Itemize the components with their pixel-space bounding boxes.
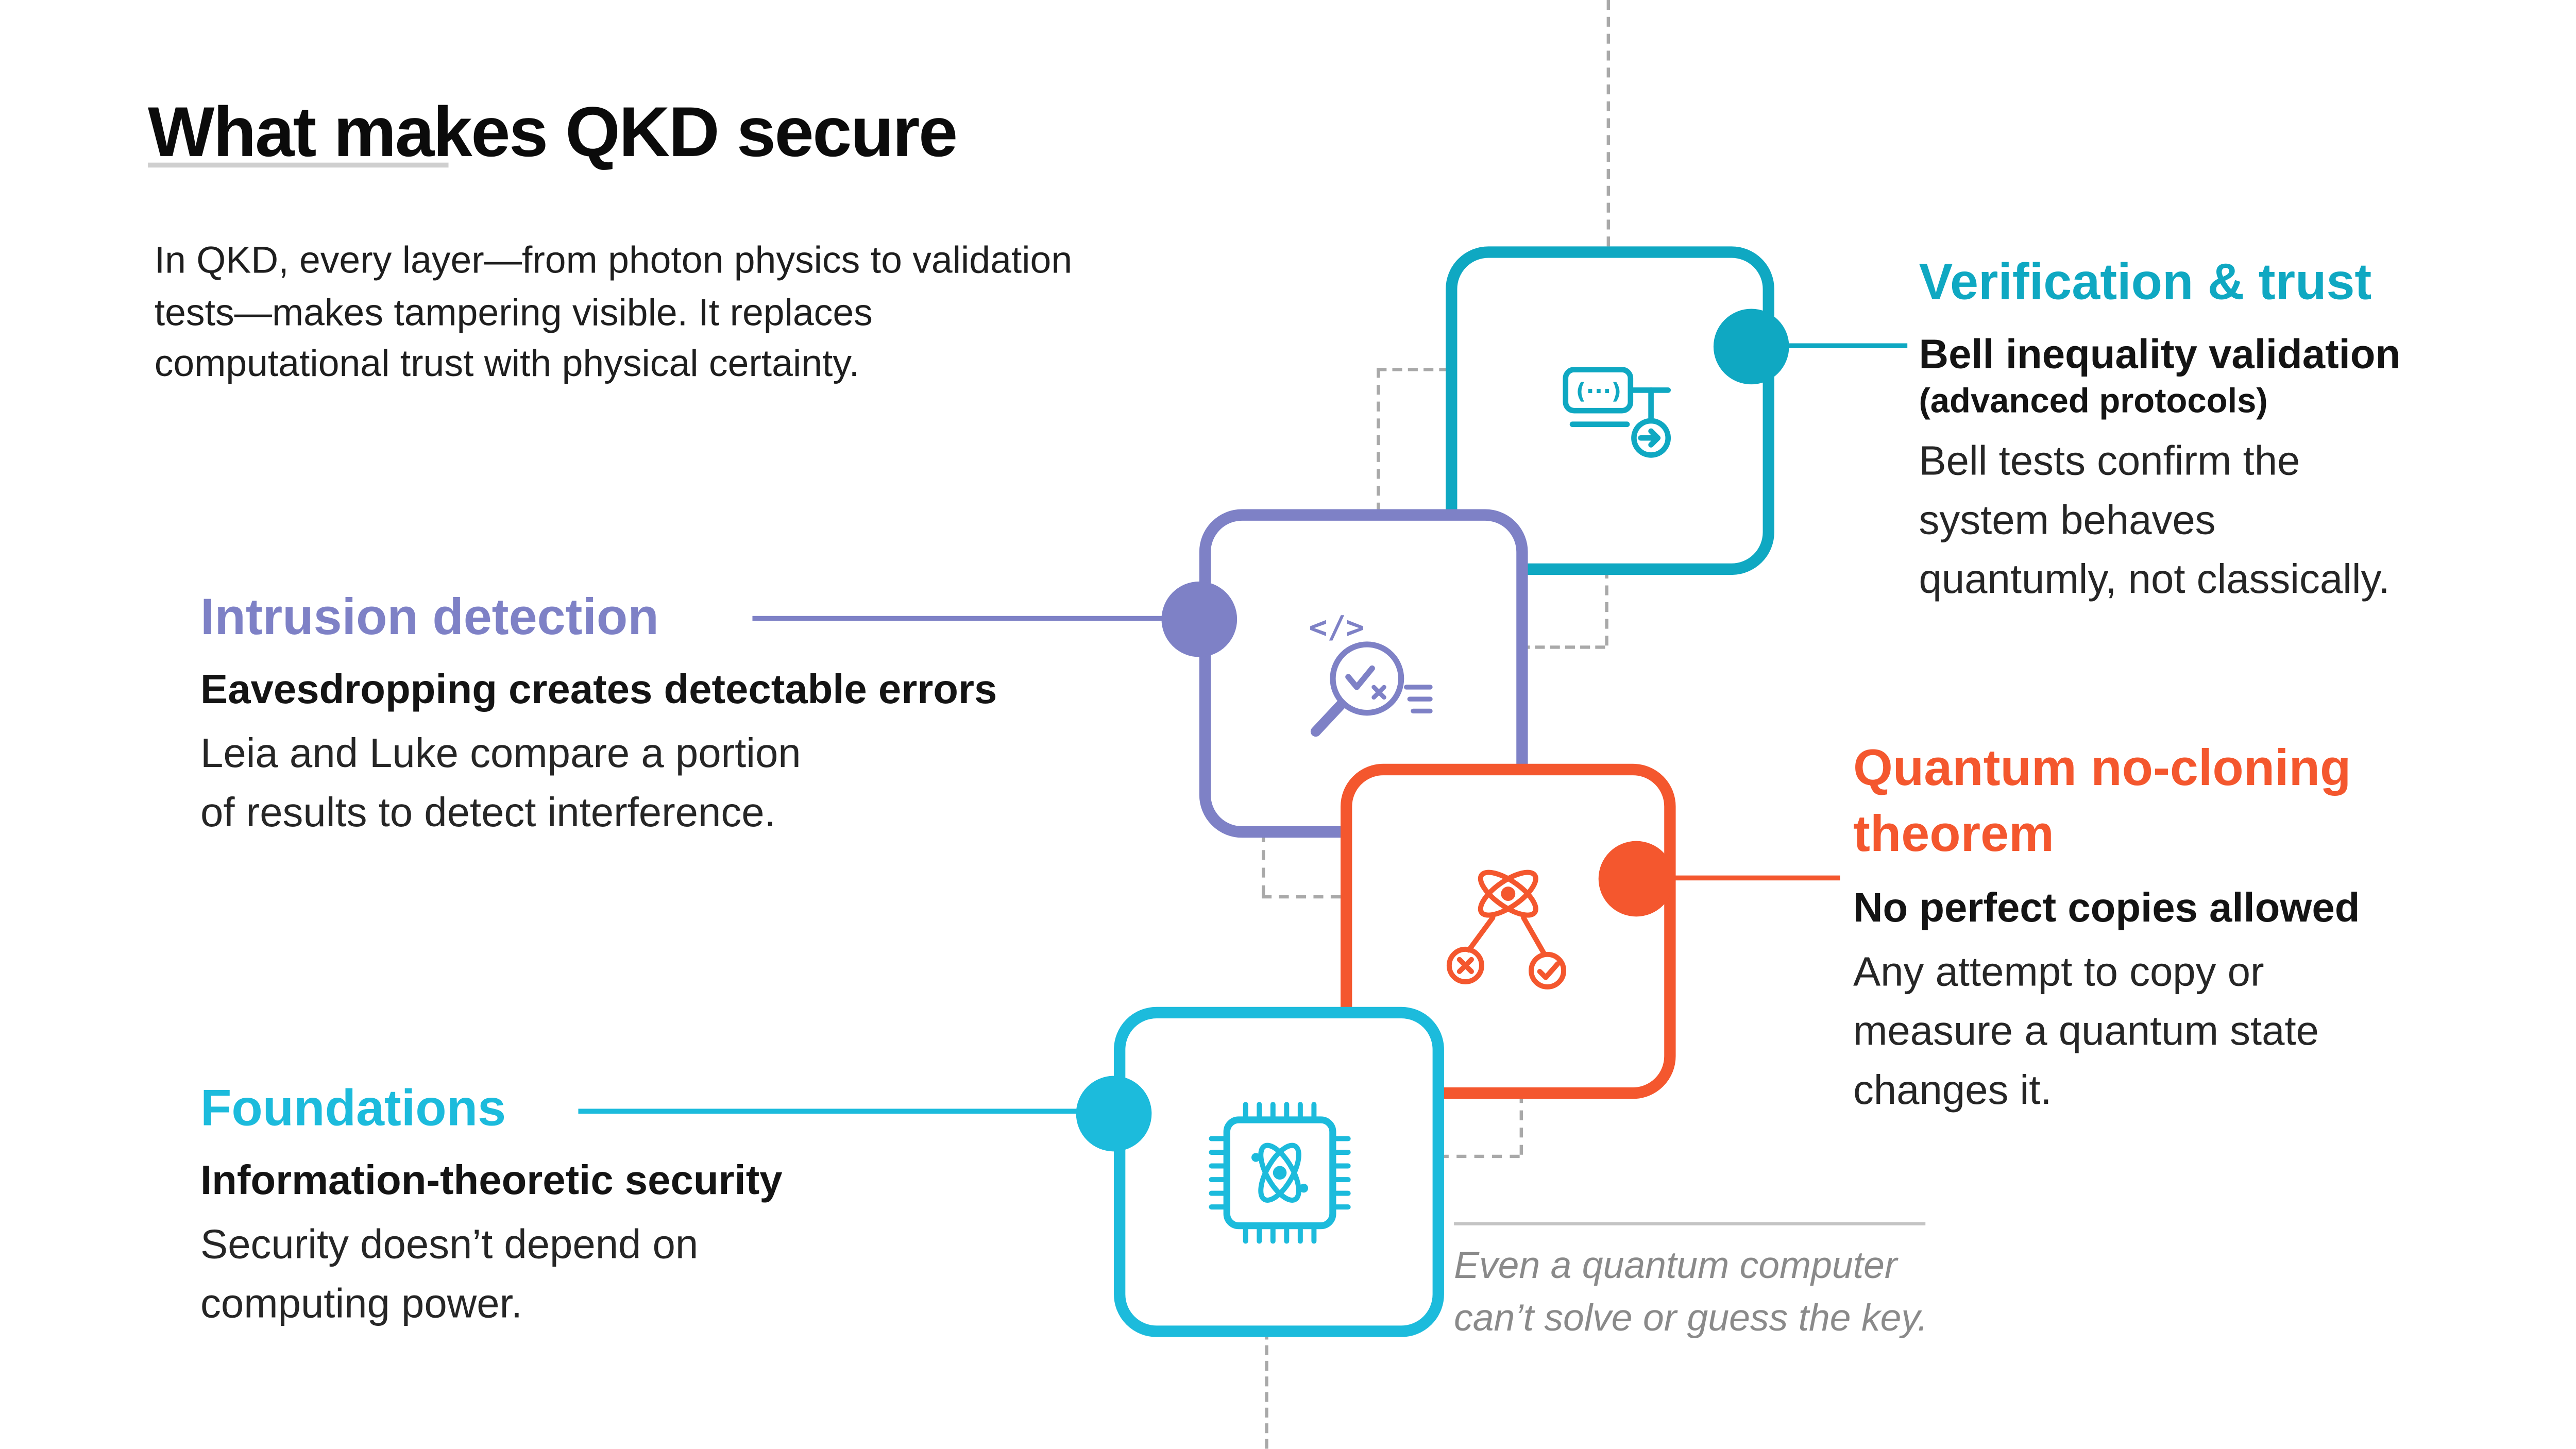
dashed-connector-segment: [1261, 895, 1341, 899]
footnote-divider: [1454, 1222, 1926, 1225]
dashed-connector-segment: [1377, 368, 1380, 513]
step-subheading: Bell inequality validation: [1919, 332, 2401, 379]
svg-text:(···): (···): [1576, 379, 1622, 404]
step-subheading: Eavesdropping creates detectable errors: [200, 667, 997, 713]
step-block-foundations: Foundations Information-theoretic securi…: [200, 1076, 1121, 1335]
connector-dot-verification: [1713, 309, 1789, 385]
dashed-connector-segment: [1261, 814, 1265, 895]
step-heading: Verification & trust: [1919, 253, 2372, 311]
footnote-text: Even a quantum computer can’t solve or g…: [1454, 1243, 1928, 1339]
step-body: Leia and Luke compare a portion of resul…: [200, 731, 801, 837]
step-subheading: No perfect copies allowed: [1853, 884, 2360, 931]
connector-dot-intrusion: [1161, 581, 1238, 657]
step-subnote: (advanced protocols): [1919, 383, 2268, 421]
dashed-connector-segment: [1377, 368, 1449, 371]
dashed-connector-segment: [1519, 1076, 1523, 1155]
atom-verify-icon: [1446, 870, 1567, 990]
code-magnifier-icon: </>: [1309, 610, 1433, 737]
dashed-connector-bottom: [1265, 1314, 1268, 1449]
step-heading: Quantum no-cloning theorem: [1853, 739, 2351, 863]
dashed-connector-segment: [1421, 1154, 1520, 1158]
leader-line-foundations: [578, 1109, 1081, 1114]
step-block-no-cloning: Quantum no-cloning theorem No perfect co…: [1853, 736, 2511, 1120]
step-block-verification: Verification & trust Bell inequality val…: [1919, 250, 2543, 610]
step-card-no-cloning: [1341, 763, 1676, 1099]
step-heading: Intrusion detection: [200, 588, 659, 646]
dashed-connector-segment: [1605, 552, 1608, 646]
step-card-verification: (···): [1446, 246, 1774, 575]
step-heading: Foundations: [200, 1079, 506, 1137]
quantum-circuit-icon: (···): [1563, 367, 1671, 458]
dashed-connector-segment: [1504, 645, 1605, 649]
chip-atom-icon: [1208, 1101, 1350, 1243]
leader-line-no-cloning: [1674, 875, 1840, 881]
step-body: Security doesn’t depend on computing pow…: [200, 1222, 699, 1328]
step-body: Bell tests confirm the system behaves qu…: [1919, 439, 2390, 604]
dashed-connector-top: [1606, 0, 1611, 247]
connector-dot-no-cloning: [1598, 841, 1674, 917]
intro-text: In QKD, every layer—from photon physics …: [154, 238, 1073, 385]
step-block-intrusion-detection: Intrusion detection Eavesdropping create…: [200, 585, 1153, 843]
step-subheading: Information-theoretic security: [200, 1158, 783, 1205]
step-body: Any attempt to copy or measure a quantum…: [1853, 948, 2319, 1113]
leader-line-intrusion: [752, 616, 1167, 621]
connector-dot-foundations: [1076, 1076, 1152, 1152]
page-title: What makes QKD secure: [147, 93, 958, 173]
leader-line-verification: [1789, 343, 1908, 349]
title-divider: [147, 162, 449, 168]
svg-text:</>: </>: [1309, 610, 1365, 645]
step-card-foundations: [1113, 1007, 1444, 1337]
